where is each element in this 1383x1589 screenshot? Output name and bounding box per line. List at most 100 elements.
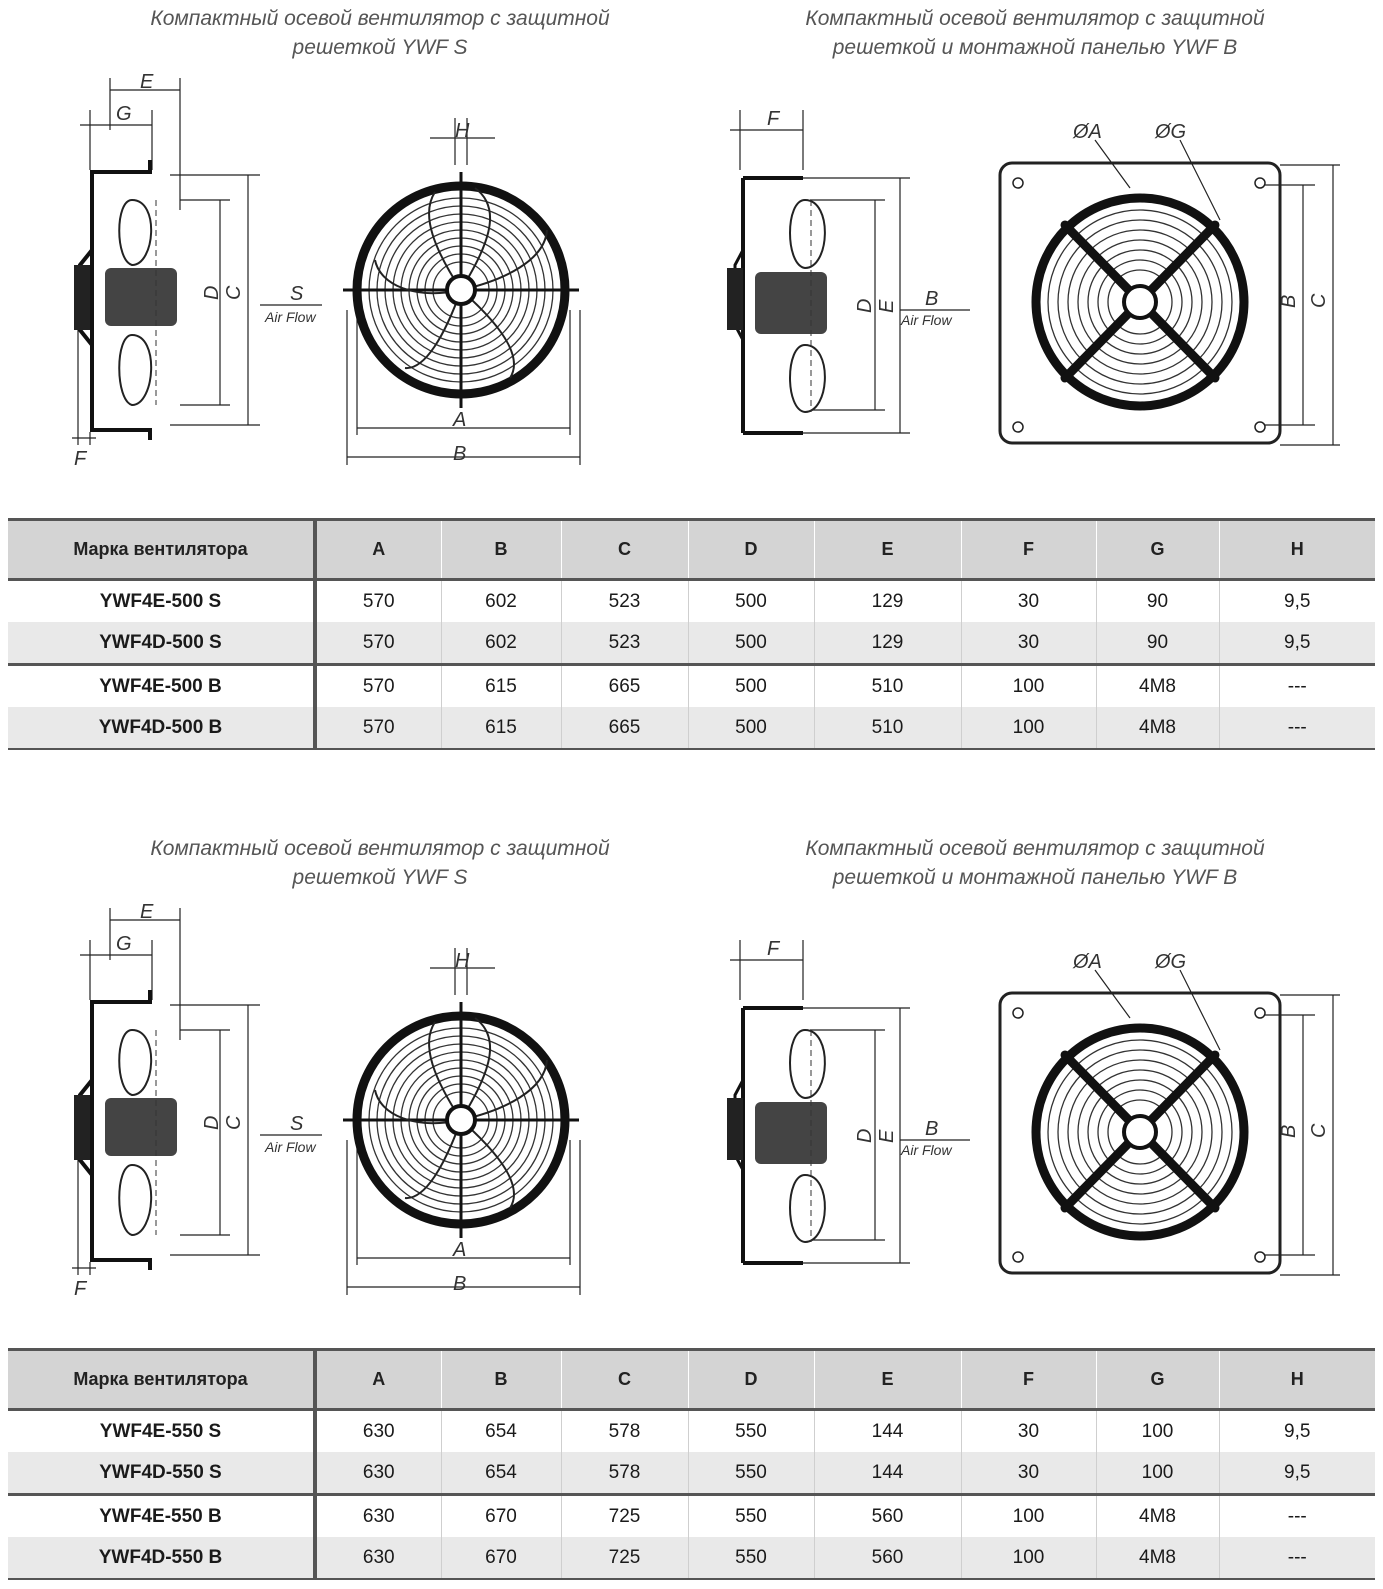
dim-label-f: F — [767, 938, 781, 960]
dim-label-d: D — [201, 1116, 223, 1130]
cell-h: 9,5 — [1218, 1452, 1375, 1495]
table-header-row: Марка вентилятора A B C D E F G H — [8, 518, 1375, 581]
cell-g: 100 — [1095, 1452, 1219, 1495]
header-d: D — [687, 1348, 814, 1411]
dim-label-dia-g: ØG — [1154, 951, 1186, 973]
dim-label-b: B — [925, 288, 938, 310]
ywf-s-side-view-drawing: E G F D C S Air Flow — [72, 901, 322, 1300]
cell-g: 4M8 — [1095, 1537, 1219, 1580]
header-c: C — [560, 518, 688, 581]
dim-label-d: D — [854, 1129, 876, 1143]
header-f: F — [960, 1348, 1096, 1411]
cell-a: 630 — [314, 1409, 441, 1452]
dim-label-b: B — [1278, 1125, 1300, 1138]
caption-line: решеткой YWF S — [292, 36, 468, 59]
cell-c: 725 — [560, 1537, 688, 1580]
cell-b: 670 — [440, 1493, 561, 1537]
cell-c: 578 — [560, 1452, 688, 1495]
cell-model: YWF4E-500 S — [8, 579, 317, 622]
cell-model: YWF4E-550 B — [8, 1493, 317, 1537]
header-a: A — [314, 518, 441, 581]
dim-label-d: D — [201, 286, 223, 300]
header-h: H — [1218, 1348, 1375, 1411]
header-f: F — [960, 518, 1096, 581]
cell-d: 500 — [687, 663, 814, 707]
header-d: D — [687, 518, 814, 581]
dim-label-b: B — [1278, 295, 1300, 308]
dim-label-e: E — [876, 299, 898, 313]
cell-f: 30 — [960, 579, 1096, 622]
dim-label-c: C — [223, 285, 245, 300]
cell-f: 30 — [960, 1409, 1096, 1452]
cell-c: 665 — [560, 707, 688, 750]
dim-label-e: E — [876, 1129, 898, 1143]
cell-h: 9,5 — [1218, 1409, 1375, 1452]
cell-a: 630 — [314, 1452, 441, 1495]
air-flow-label: Air Flow — [264, 1139, 316, 1155]
caption-line: решеткой и монтажной панелью YWF B — [832, 866, 1238, 889]
cell-f: 30 — [960, 1452, 1096, 1495]
dim-label-dia-a: ØA — [1072, 951, 1102, 973]
air-flow-label: Air Flow — [264, 309, 316, 325]
header-c: C — [560, 1348, 688, 1411]
ywf-b-front-view-drawing: ØA ØG B C — [998, 121, 1340, 446]
cell-e: 144 — [813, 1452, 961, 1495]
dim-label-e: E — [140, 901, 154, 923]
header-e: E — [813, 1348, 961, 1411]
caption-ywf-s: Компактный осевой вентилятор с защитной … — [120, 834, 640, 892]
cell-b: 615 — [440, 663, 561, 707]
cell-a: 570 — [314, 622, 441, 665]
cell-h: --- — [1218, 1493, 1375, 1537]
cell-g: 90 — [1095, 579, 1219, 622]
dim-label-h: H — [455, 120, 470, 142]
dim-label-g: G — [116, 103, 132, 125]
header-b: B — [440, 1348, 561, 1411]
cell-b: 602 — [440, 579, 561, 622]
cell-e: 510 — [813, 707, 961, 750]
header-e: E — [813, 518, 961, 581]
cell-g: 4M8 — [1095, 1493, 1219, 1537]
cell-model: YWF4D-500 B — [8, 707, 317, 750]
cell-a: 630 — [314, 1537, 441, 1580]
cell-b: 654 — [440, 1409, 561, 1452]
cell-f: 100 — [960, 707, 1096, 750]
caption-ywf-b: Компактный осевой вентилятор с защитной … — [775, 4, 1295, 62]
cell-d: 500 — [687, 622, 814, 665]
cell-a: 570 — [314, 579, 441, 622]
dim-label-a: A — [452, 409, 466, 431]
cell-e: 144 — [813, 1409, 961, 1452]
cell-c: 665 — [560, 663, 688, 707]
dim-label-b: B — [453, 1273, 466, 1295]
dim-label-g: G — [116, 933, 132, 955]
cell-d: 550 — [687, 1537, 814, 1580]
caption-ywf-b: Компактный осевой вентилятор с защитной … — [775, 834, 1295, 892]
caption-line: решеткой и монтажной панелью YWF B — [832, 36, 1238, 59]
dim-label-s: S — [290, 1113, 304, 1135]
dim-label-h: H — [455, 950, 470, 972]
cell-e: 510 — [813, 663, 961, 707]
cell-model: YWF4D-550 S — [8, 1452, 317, 1495]
header-h: H — [1218, 518, 1375, 581]
cell-d: 500 — [687, 579, 814, 622]
cell-b: 654 — [440, 1452, 561, 1495]
cell-model: YWF4E-550 S — [8, 1409, 317, 1452]
ywf-b-side-view-drawing: F D E B Air Flow — [727, 108, 970, 435]
cell-model: YWF4E-500 B — [8, 663, 317, 707]
cell-d: 500 — [687, 707, 814, 750]
dim-label-c: C — [1308, 1123, 1330, 1138]
cell-model: YWF4D-500 S — [8, 622, 317, 665]
dim-label-s: S — [290, 283, 304, 305]
cell-model: YWF4D-550 B — [8, 1537, 317, 1580]
dim-label-d: D — [854, 299, 876, 313]
ywf-b-side-view-drawing: F D E B Air Flow — [727, 938, 970, 1265]
cell-f: 100 — [960, 1537, 1096, 1580]
cell-b: 615 — [440, 707, 561, 750]
cell-e: 560 — [813, 1493, 961, 1537]
